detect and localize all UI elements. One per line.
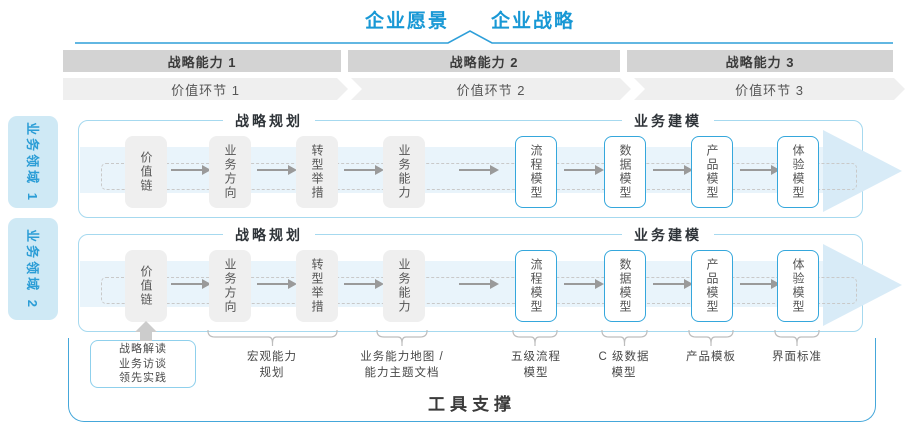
practice-line: 业务访谈 <box>119 357 167 370</box>
node-business-capability: 业务能力 <box>383 250 425 322</box>
value-link-label: 价值环节 1 <box>171 82 240 98</box>
flow-arrow-icon <box>564 165 604 175</box>
page-title: 企业愿景 企业战略 <box>365 6 575 33</box>
flow-arrow-icon <box>740 165 780 175</box>
annotation-macro-capability: 宏观能力 规划 <box>247 351 297 379</box>
node-product-model: 产品模型 <box>691 136 733 208</box>
section-title-business-modeling: 业务建模 <box>622 225 714 245</box>
value-link-segment-2: 价值环节 2 <box>351 78 631 100</box>
flow-arrow-icon <box>171 165 211 175</box>
underbrace-icon <box>207 330 338 346</box>
annotation-capability-map: 业务能力地图 / 能力主题文档 <box>360 351 444 379</box>
node-data-model: 数据模型 <box>604 250 646 322</box>
flow-arrowhead-icon <box>823 244 902 326</box>
node-value-chain: 价值链 <box>125 250 167 322</box>
flow-arrow-icon <box>459 279 499 289</box>
underbrace-icon <box>688 330 734 346</box>
up-arrow-icon <box>135 321 157 341</box>
capability-bar-1: 战略能力 1 <box>63 50 341 72</box>
annotation-ui-standard: 界面标准 <box>772 351 822 363</box>
capability-bar-2: 战略能力 2 <box>348 50 620 72</box>
underbrace-icon <box>512 330 558 346</box>
node-process-model: 流程模型 <box>515 136 557 208</box>
capability-bar-3: 战略能力 3 <box>627 50 893 72</box>
node-process-model: 流程模型 <box>515 250 557 322</box>
flow-arrow-icon <box>344 279 384 289</box>
flow-arrow-icon <box>740 279 780 289</box>
business-domain-panel-2: 价值链 业务方向 转型举措 业务能力 流程模型 数据模型 产品模型 体验模型 战… <box>78 225 902 332</box>
capability-label: 战略能力 1 <box>167 54 237 70</box>
flow-arrowhead-icon <box>823 130 902 212</box>
node-experience-model: 体验模型 <box>777 136 819 208</box>
flow-arrow-icon <box>171 279 211 289</box>
dashed-placeholder-track <box>101 163 857 190</box>
flow-arrow-icon <box>564 279 604 289</box>
dashed-placeholder-track <box>101 277 857 304</box>
annotation-process-model: 五级流程 模型 <box>511 351 561 379</box>
flow-arrow-icon <box>653 165 693 175</box>
flow-arrow-icon <box>344 165 384 175</box>
strategy-title: 企业战略 <box>491 11 576 32</box>
node-data-model: 数据模型 <box>604 136 646 208</box>
practice-line: 战略解读 <box>119 342 167 355</box>
value-link-segment-3: 价值环节 3 <box>634 78 905 100</box>
flow-arrow-icon <box>653 279 693 289</box>
vision-title: 企业愿景 <box>364 11 449 32</box>
node-business-direction: 业务方向 <box>209 136 251 208</box>
capability-label: 战略能力 3 <box>725 54 795 70</box>
node-business-capability: 业务能力 <box>383 136 425 208</box>
flow-arrow-icon <box>459 165 499 175</box>
practice-line: 领先实践 <box>119 372 167 385</box>
business-domain-panel-1: 价值链 业务方向 转型举措 业务能力 流程模型 数据模型 产品模型 体验模型 战… <box>78 111 902 218</box>
underbrace-icon <box>376 330 428 346</box>
node-transformation-initiatives: 转型举措 <box>296 136 338 208</box>
flow-arrow-icon <box>257 165 297 175</box>
node-business-direction: 业务方向 <box>209 250 251 322</box>
section-title-business-modeling: 业务建模 <box>622 111 714 131</box>
node-transformation-initiatives: 转型举措 <box>296 250 338 322</box>
annotation-data-model: C 级数据 模型 <box>598 351 650 379</box>
tool-support-title: 工具支撑 <box>428 395 516 414</box>
value-link-segment-1: 价值环节 1 <box>63 78 348 100</box>
capability-label: 战略能力 2 <box>449 54 519 70</box>
node-value-chain: 价值链 <box>125 136 167 208</box>
value-link-label: 价值环节 2 <box>456 82 526 98</box>
flow-arrow-icon <box>257 279 297 289</box>
pointer-line <box>75 30 893 44</box>
practice-input-box: 战略解读 业务访谈 领先实践 <box>90 340 196 388</box>
underbrace-icon <box>774 330 820 346</box>
node-experience-model: 体验模型 <box>777 250 819 322</box>
value-link-label: 价值环节 3 <box>735 82 804 98</box>
underbrace-icon <box>601 330 648 346</box>
section-title-strategic-planning: 战略规划 <box>223 225 315 245</box>
section-title-strategic-planning: 战略规划 <box>223 111 315 131</box>
business-domain-label-1: 业务领域 1 <box>8 116 58 208</box>
annotation-product-template: 产品模板 <box>686 351 736 363</box>
tool-support-container: 工具支撑 <box>68 338 876 422</box>
node-product-model: 产品模型 <box>691 250 733 322</box>
business-domain-label-2: 业务领域 2 <box>8 218 58 320</box>
